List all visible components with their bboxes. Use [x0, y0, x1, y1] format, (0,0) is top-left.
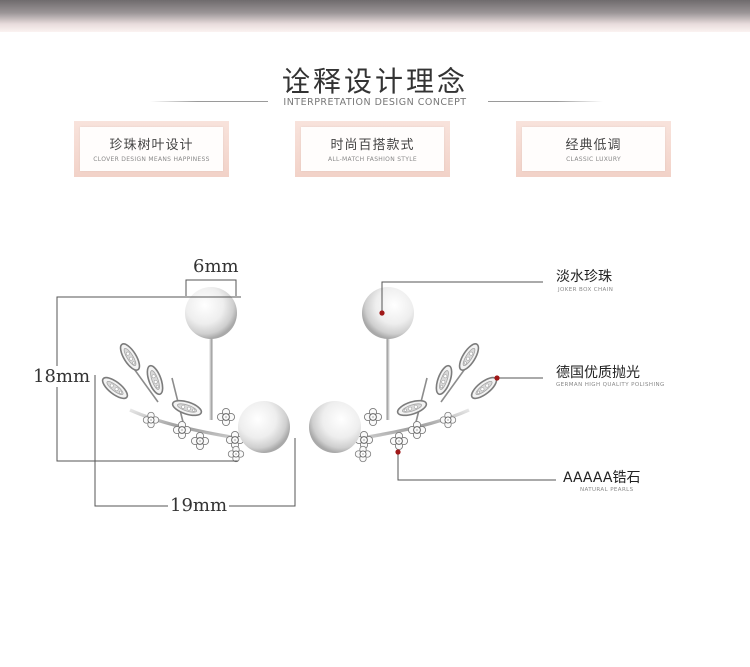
- feature-title: 经典低调: [565, 138, 622, 153]
- feature-tag-classic: 经典低调 CLASSIC LUXURY: [516, 121, 671, 177]
- callout-lines: [381, 281, 556, 481]
- callout-dot-polish: [494, 375, 500, 381]
- feature-subtitle: CLOVER DESIGN MEANS HAPPINESS: [93, 156, 210, 163]
- callout-polish-subtitle: GERMAN HIGH QUALITY POLISHING: [556, 382, 665, 388]
- feature-title: 时尚百搭款式: [330, 138, 415, 153]
- right-earring: [309, 287, 500, 462]
- feature-tag-leaf-design: 珍珠树叶设计 CLOVER DESIGN MEANS HAPPINESS: [74, 121, 229, 177]
- callout-pearl-title: 淡水珍珠: [556, 269, 612, 285]
- section-subtitle: INTERPRETATION DESIGN CONCEPT: [283, 97, 467, 108]
- feature-subtitle: CLASSIC LUXURY: [566, 156, 621, 163]
- feature-tag-all-match: 时尚百搭款式 ALL-MATCH FASHION STYLE: [295, 121, 450, 177]
- callout-dot-zircon: [395, 449, 401, 455]
- width-label: 19mm: [168, 495, 230, 516]
- feature-title: 珍珠树叶设计: [109, 138, 194, 153]
- callout-zircon-title: AAAAA锆石: [563, 470, 641, 486]
- section-title: 诠释设计理念: [281, 65, 468, 98]
- pearl-size-label: 6mm: [191, 256, 241, 277]
- feature-subtitle: ALL-MATCH FASHION STYLE: [328, 156, 417, 163]
- callout-pearl-subtitle: JOKER BOX CHAIN: [558, 287, 614, 293]
- height-label: 18mm: [31, 366, 93, 387]
- callout-zircon-subtitle: NATURAL PEARLS: [580, 487, 634, 493]
- title-rule-right: [488, 101, 603, 102]
- title-rule-left: [150, 101, 268, 102]
- left-earring: [99, 287, 290, 462]
- top-banner-strip: [0, 0, 750, 32]
- callout-dot-pearl: [379, 310, 385, 316]
- callout-polish-title: 德国优质抛光: [556, 365, 640, 381]
